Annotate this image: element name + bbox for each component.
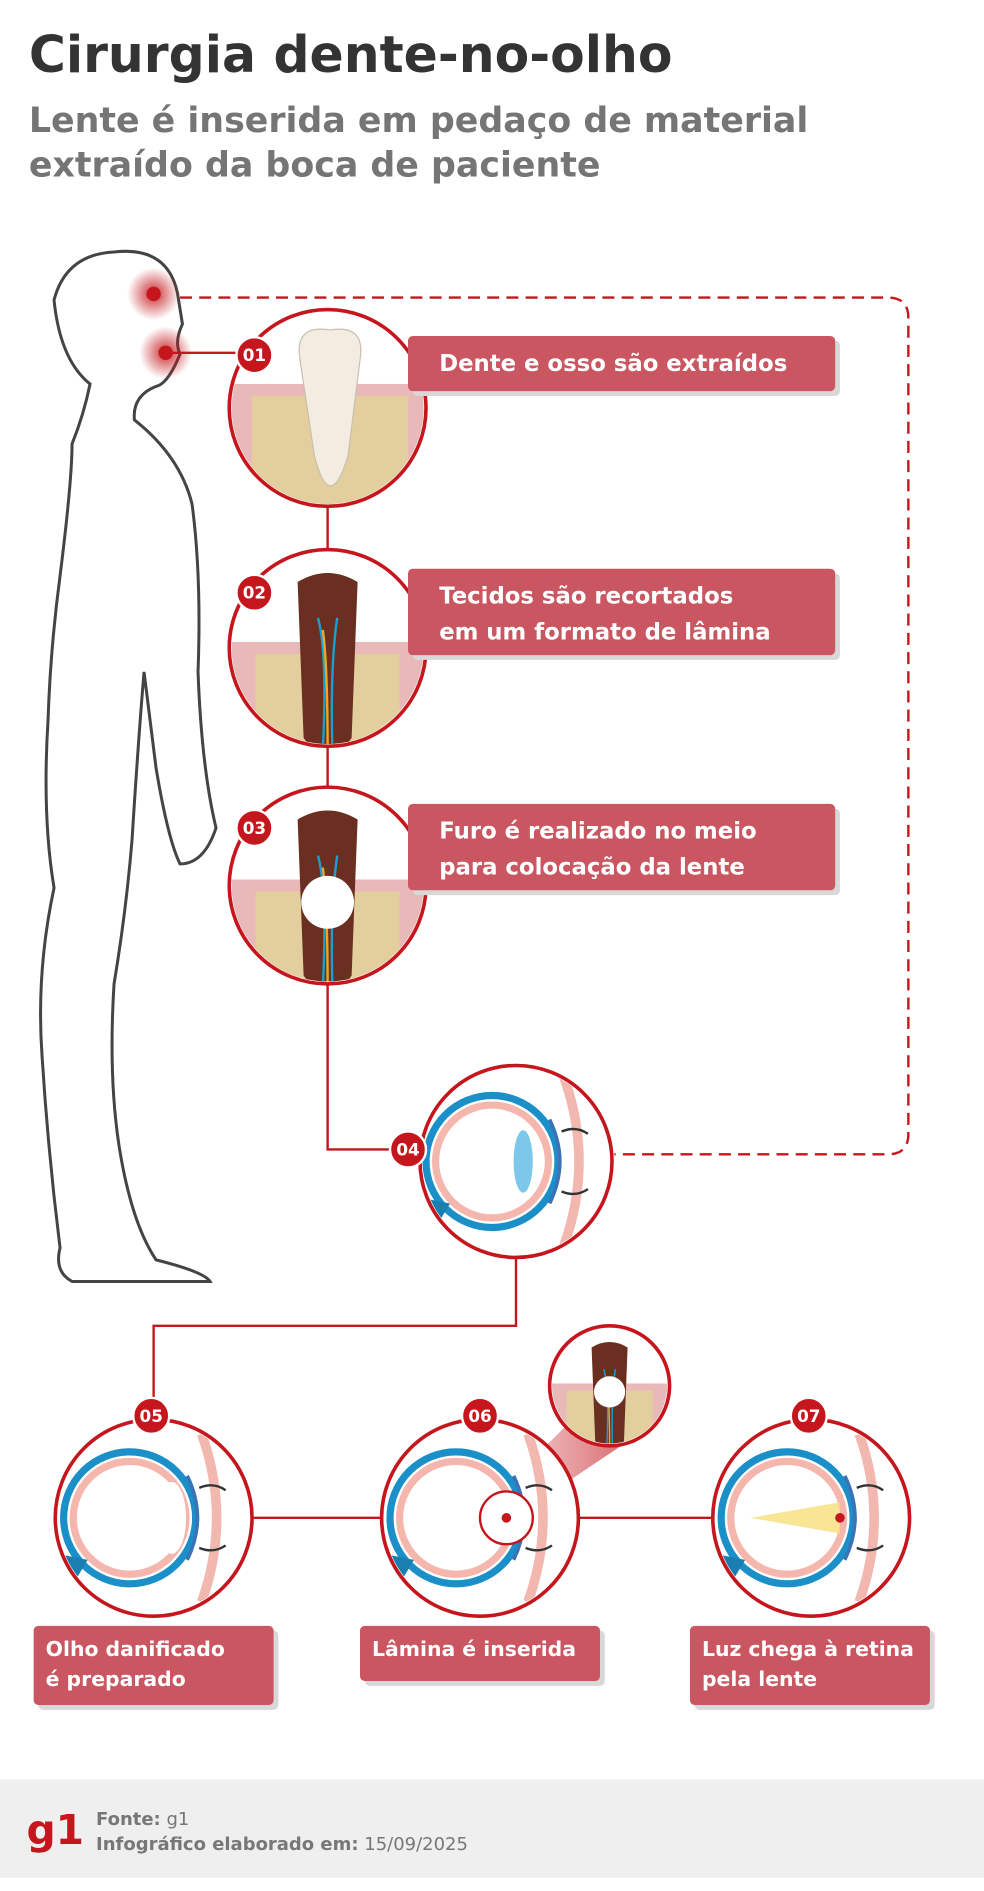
step-label-line: Furo é realizado no meio <box>439 819 757 845</box>
step-03-illustration <box>227 785 428 986</box>
human-figure-outline <box>39 249 218 1283</box>
step-label-05: Olho danificado é preparado <box>33 1625 279 1710</box>
subtitle-line-1: Lente é inserida em pedaço de material <box>29 101 808 141</box>
step-number: 06 <box>468 1406 491 1426</box>
step-label-line: Tecidos são recortados <box>439 584 733 610</box>
footer-source: Fonte: g1 <box>96 1809 189 1830</box>
step-label-line: Luz chega à retina <box>702 1637 914 1661</box>
step-badge-06: 06 <box>460 1396 500 1436</box>
step-label-line: Lâmina é inserida <box>372 1637 576 1661</box>
subtitle-line-2: extraído da boca de paciente <box>29 145 601 185</box>
footer-band <box>0 1779 984 1878</box>
step-number: 02 <box>243 583 266 603</box>
step-number: 04 <box>396 1139 419 1159</box>
step-01-illustration <box>227 307 428 509</box>
step-label-07: Luz chega à retina pela lente <box>689 1625 935 1710</box>
step-06-illustration <box>379 1324 672 1619</box>
step-number: 07 <box>797 1406 820 1426</box>
footer-date: Infográfico elaborado em: 15/09/2025 <box>96 1834 468 1855</box>
step-label-06: Lâmina é inserida <box>360 1625 605 1686</box>
step-label-line: Dente e osso são extraídos <box>439 351 787 377</box>
step-badge-04: 04 <box>388 1130 428 1169</box>
step-label-line: é preparado <box>46 1667 186 1691</box>
step-label-line: Olho danificado <box>46 1637 225 1661</box>
step-05-illustration <box>53 1417 254 1619</box>
step-07-illustration <box>710 1417 912 1619</box>
step-number: 03 <box>243 818 266 838</box>
step-badge-03: 03 <box>235 808 274 848</box>
connector-lines <box>152 296 910 1520</box>
step-label-line: em um formato de lâmina <box>439 620 770 646</box>
step-04-illustration <box>418 1063 614 1260</box>
step-label-03: Furo é realizado no meio para colocação d… <box>408 803 840 896</box>
step-badge-02: 02 <box>235 573 274 612</box>
page-title: Cirurgia dente-no-olho <box>29 25 673 84</box>
g1-logo: g1 <box>26 1806 84 1854</box>
step-label-01: Dente e osso são extraídos <box>408 335 840 396</box>
step-number: 05 <box>140 1406 163 1426</box>
step-label-line: pela lente <box>702 1667 817 1691</box>
step-label-02: Tecidos são recortados em um formato de l… <box>408 568 840 660</box>
step-badge-07: 07 <box>789 1396 828 1436</box>
step-badge-05: 05 <box>132 1396 171 1436</box>
step-label-line: para colocação da lente <box>439 855 745 881</box>
step-badge-01: 01 <box>235 335 274 375</box>
step-number: 01 <box>243 345 266 365</box>
